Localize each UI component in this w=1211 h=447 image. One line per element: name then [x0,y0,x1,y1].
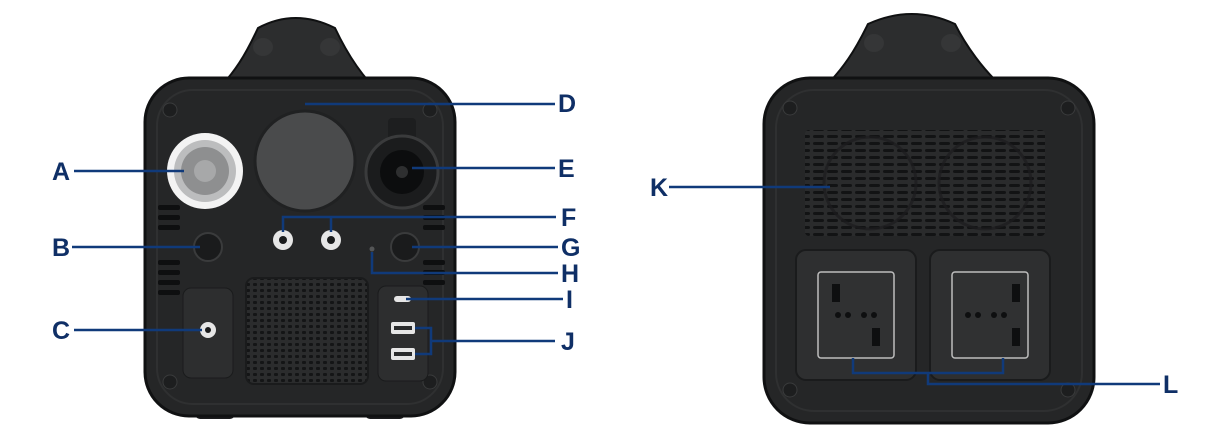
usb-c-port [394,296,411,302]
led-light [167,133,243,209]
callout-label-f: F [561,204,577,232]
cooling-vent [805,130,1045,236]
callout-label-b: B [52,234,71,262]
back-unit [762,13,1096,425]
ac-outlet-2 [929,249,1051,381]
speaker-grille [245,277,369,385]
callout-label-l: L [1163,371,1179,399]
callout-label-a: A [52,158,71,186]
callout-line-f [281,215,556,232]
indicator-light [369,246,375,252]
callout-label-i: I [566,286,573,314]
callout-label-d: D [558,90,577,118]
dc-output-ports [273,230,341,250]
callout-label-k: K [650,174,669,202]
callout-label-h: H [561,260,580,288]
callout-label-j: J [561,328,575,356]
front-side-vents [158,205,445,295]
ac-outlet-1 [795,249,917,381]
front-unit [143,17,457,419]
callout-label-g: G [561,234,581,262]
callout-label-e: E [558,155,575,183]
car-charger-socket [364,118,440,210]
lcd-display [253,109,357,213]
callout-label-c: C [52,317,71,345]
callout-line-h [370,252,558,275]
